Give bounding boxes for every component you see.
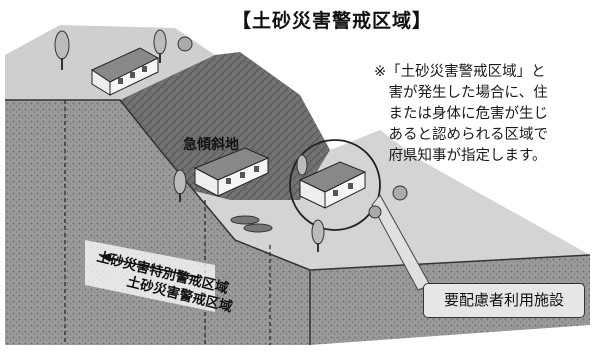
tree-icon xyxy=(296,154,308,176)
tree-icon xyxy=(392,185,408,201)
tree-icon xyxy=(153,29,167,63)
tree-icon xyxy=(177,36,193,52)
house-icon xyxy=(193,147,270,197)
tree-icon xyxy=(368,205,382,219)
lower-ground xyxy=(160,130,590,270)
facility-highlight-circle xyxy=(289,139,381,231)
house-icon xyxy=(90,47,160,96)
shrub-row xyxy=(230,215,273,233)
diagram-title: 【土砂災害警戒区域】 xyxy=(232,10,433,32)
note-line: または身体に危害が生じ xyxy=(374,106,548,122)
special-zone-arrow xyxy=(100,253,201,279)
note-line: 害が発生した場合に、住 xyxy=(374,85,548,101)
steep-slope-label: 急傾斜地 xyxy=(183,137,239,153)
note-line: 府県知事が指定します。 xyxy=(374,148,547,164)
facility-house-icon xyxy=(298,161,367,209)
explanatory-note: ※「土砂災害警戒区域」と 害が発生した場合に、住 または身体に危害が生じ あると… xyxy=(374,62,596,167)
note-line: あると認められる区域で xyxy=(374,127,548,143)
tree-icon xyxy=(54,30,70,70)
steep-slope-face xyxy=(120,52,330,200)
tree-icon xyxy=(311,219,325,252)
tree-icon xyxy=(173,169,187,202)
note-line: ※「土砂災害警戒区域」と xyxy=(374,64,546,80)
facility-label-box: 要配慮者利用施設 xyxy=(423,283,585,318)
soil-cross-section-left xyxy=(5,100,310,345)
